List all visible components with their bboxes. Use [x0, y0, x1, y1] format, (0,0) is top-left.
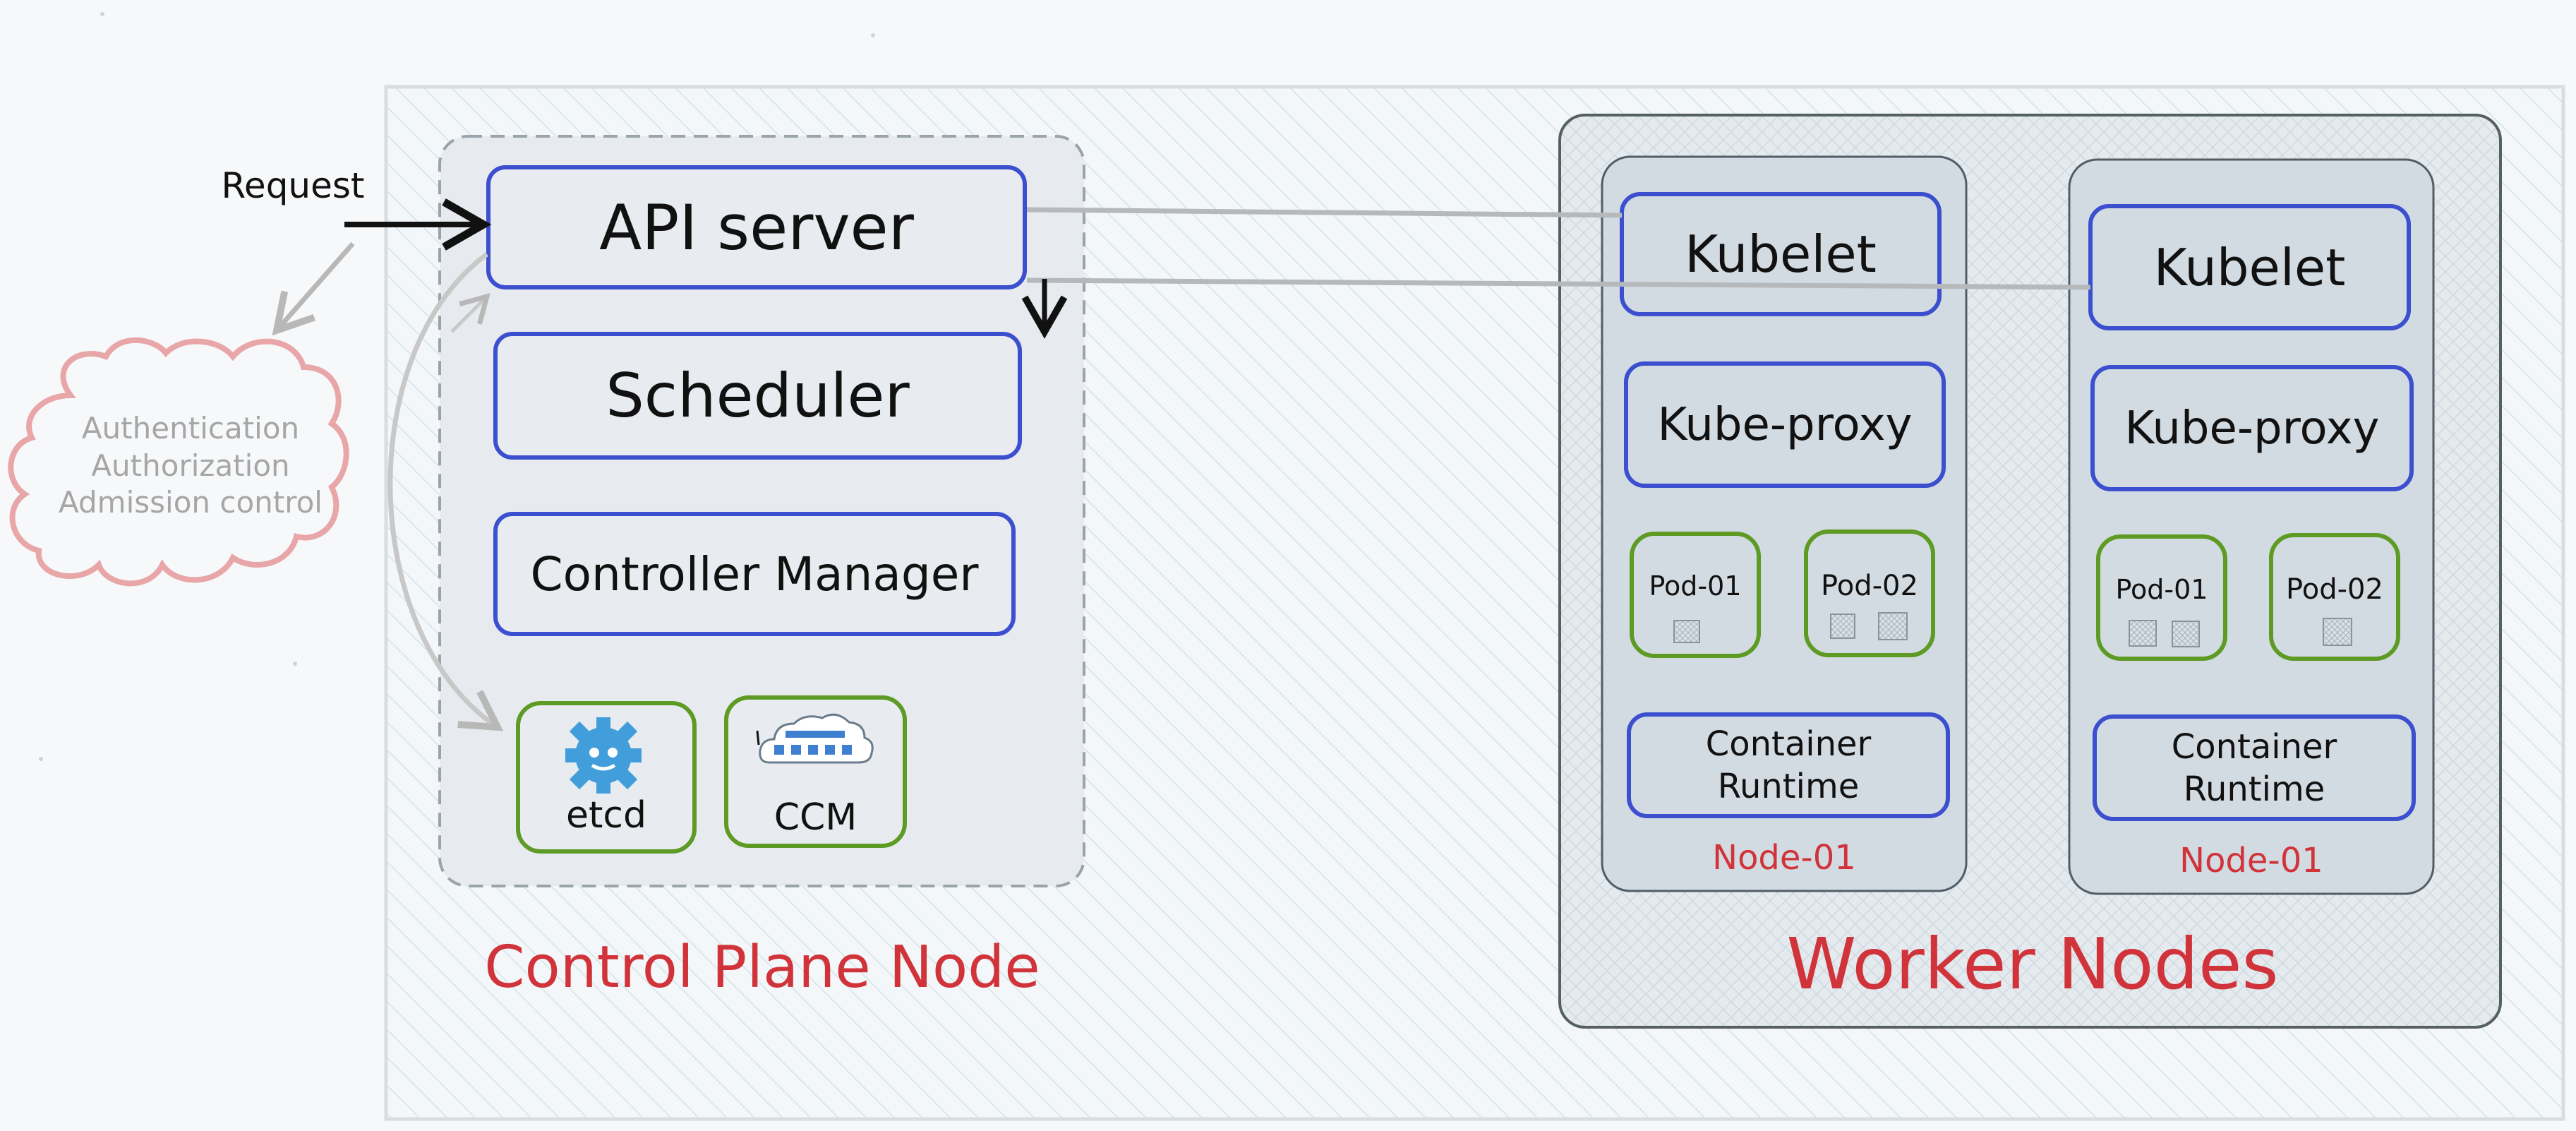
node-name-label-2: Node-01: [2179, 841, 2323, 880]
control-plane-title: Control Plane Node: [484, 933, 1040, 1001]
kube-proxy-box-1[interactable]: [1624, 361, 1946, 488]
container-icon: [1673, 620, 1700, 643]
node-2-components: [2088, 204, 2416, 821]
container-runtime-label-1: Container Runtime: [1705, 724, 1872, 806]
api-to-etcd-arrow: [387, 252, 504, 731]
container-icon: [2323, 618, 2352, 646]
scheduler-label: Scheduler: [606, 360, 910, 431]
kube-proxy-box-2[interactable]: [2090, 365, 2414, 491]
container-icon: [2172, 621, 2200, 647]
container-icon: [1878, 612, 1908, 640]
container-icon: [1830, 614, 1855, 639]
etcd-logo-icon: [565, 717, 642, 794]
scheduler-box[interactable]: [493, 332, 1022, 460]
node-card-1: [1601, 155, 1968, 892]
container-runtime-box-2[interactable]: [2093, 714, 2416, 821]
auth-cloud-label: Authentication Authorization Admission c…: [59, 411, 323, 520]
control-plane-container: [438, 135, 1085, 887]
worker-nodes-title: Worker Nodes: [1786, 922, 2279, 1005]
container-icon: [2129, 620, 2157, 647]
pod-02-label-1: Pod-02: [1821, 570, 1918, 602]
pod-02-box-2[interactable]: [2269, 533, 2400, 661]
controller-manager-box[interactable]: [493, 512, 1016, 636]
ccm-cloud-icon: [756, 713, 874, 764]
pod-02-label-2: Pod-02: [2286, 573, 2383, 606]
api-server-label: API server: [599, 191, 914, 264]
pod-01-label-1: Pod-01: [1649, 570, 1742, 602]
container-runtime-box-1[interactable]: [1627, 712, 1950, 818]
etcd-to-api-arrow: [450, 293, 490, 333]
request-to-auth-arrow: [272, 241, 355, 336]
api-to-kubelet-2-connector: [1026, 277, 2091, 290]
controller-manager-label: Controller Manager: [530, 546, 979, 602]
pod-01-label-2: Pod-01: [2115, 574, 2208, 605]
api-to-kubelet-1-connector: [1026, 207, 1623, 218]
node-card-2: [2068, 158, 2435, 895]
kubelet-label-2: Kubelet: [2153, 237, 2346, 297]
request-label: Request: [221, 165, 365, 206]
container-runtime-label-2: Container Runtime: [2171, 726, 2337, 809]
ccm-label: CCM: [774, 796, 857, 839]
kube-proxy-label-2: Kube-proxy: [2124, 402, 2380, 455]
kube-proxy-label-1: Kube-proxy: [1657, 398, 1913, 451]
node-name-label-1: Node-01: [1712, 838, 1856, 878]
auth-cloud-shape: [8, 337, 349, 587]
kubelet-box-2[interactable]: [2088, 204, 2411, 330]
pod-01-box-1[interactable]: [1630, 532, 1761, 658]
etcd-label: etcd: [566, 794, 646, 837]
kubelet-label-1: Kubelet: [1685, 225, 1877, 284]
